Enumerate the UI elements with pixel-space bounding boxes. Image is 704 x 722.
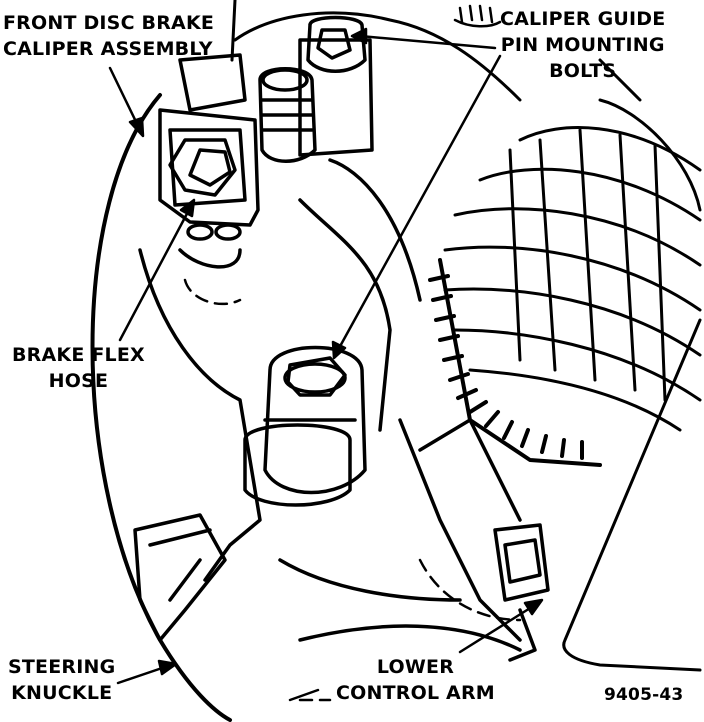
steering-knuckle-arrowhead <box>157 659 178 676</box>
lower-control-arm-arrowhead <box>523 598 544 616</box>
guide-pin-lower-leader <box>336 54 502 352</box>
brake-hose-arrowhead <box>179 198 196 218</box>
rotor-outline <box>90 93 232 722</box>
caliper-assembly-arrowhead <box>128 116 145 138</box>
brake-flex-hose-label: BRAKE FLEX HOSE <box>12 344 145 392</box>
lower-control-arm-leader <box>458 603 537 654</box>
tone-ring <box>428 258 602 467</box>
lower-control-arm <box>278 418 550 662</box>
leader-lines <box>108 27 544 702</box>
cv-boot <box>443 98 702 432</box>
dashed-lines <box>183 278 522 702</box>
guide-pin-upper-arrowhead <box>350 27 368 45</box>
steering-knuckle-label: STEERING KNUCKLE <box>8 656 116 704</box>
upper-guide-pin-bolt <box>258 15 374 163</box>
caliper-assembly-label: FRONT DISC BRAKE CALIPER ASSEMBLY <box>3 12 215 60</box>
guide-pin-upper-leader <box>358 34 497 50</box>
guide-pin-lower-arrowhead <box>331 340 347 360</box>
caliper-body <box>158 53 260 269</box>
top-right-ticks <box>453 4 502 28</box>
lower-guide-pin-bolt <box>243 345 367 507</box>
lower-control-arm-label: LOWER CONTROL ARM <box>336 656 495 704</box>
figure-number: 9405-43 <box>604 685 684 705</box>
brake-hose-leader <box>118 206 192 342</box>
upper-rotor-arc <box>233 11 522 102</box>
steering-knuckle <box>133 158 422 642</box>
guide-pin-bolts-label: CALIPER GUIDE PIN MOUNTING BOLTS <box>500 8 666 82</box>
